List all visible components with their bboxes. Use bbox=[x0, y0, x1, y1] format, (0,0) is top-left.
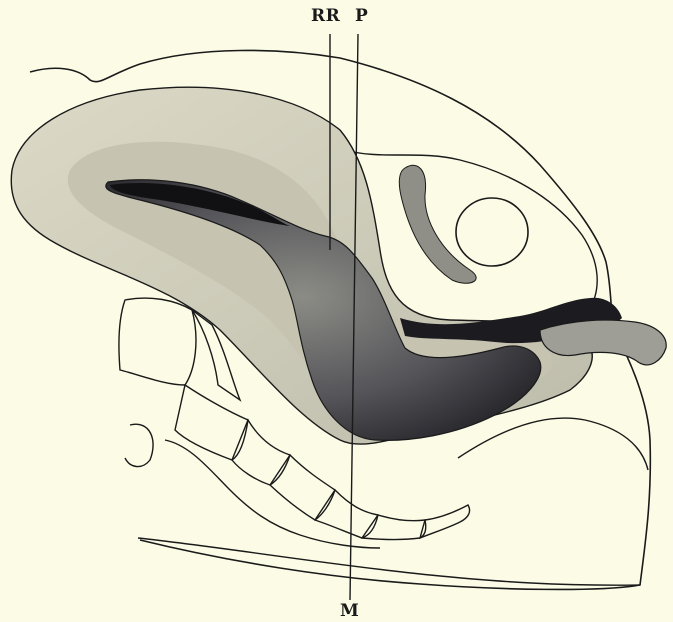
symphysis-oval bbox=[456, 198, 528, 266]
base-line bbox=[138, 538, 640, 585]
bladder-fold bbox=[399, 165, 476, 283]
label-m: M bbox=[340, 603, 359, 620]
label-p: P bbox=[355, 8, 368, 25]
label-rr: RR bbox=[311, 8, 340, 25]
perineal-line bbox=[458, 418, 648, 470]
